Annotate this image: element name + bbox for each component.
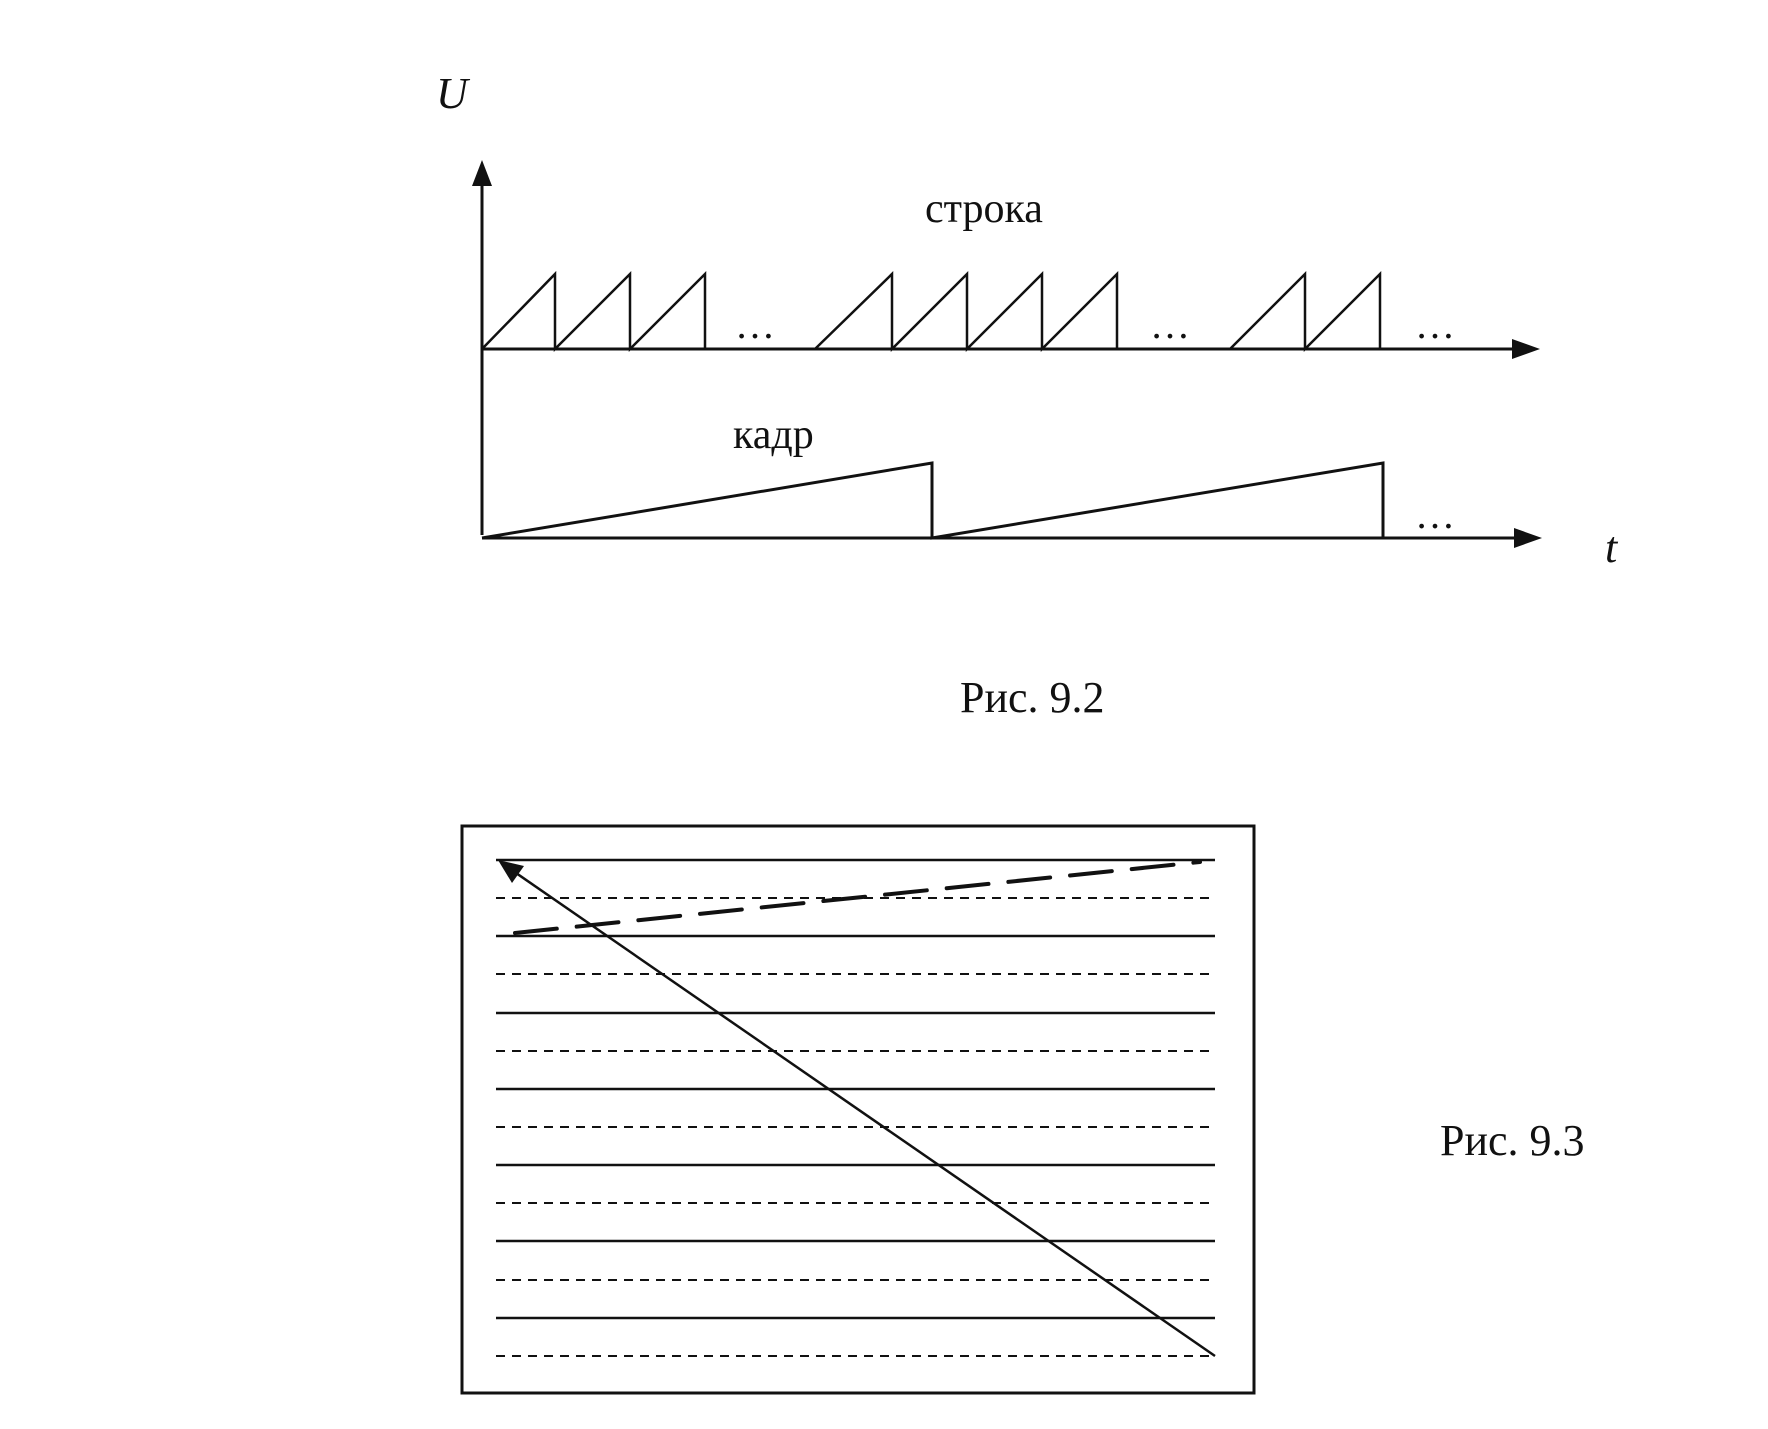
raster-scan-lines <box>496 858 1215 1357</box>
line-sweep-group-1 <box>481 270 707 353</box>
vertical-retrace-arrowhead <box>498 860 524 883</box>
horizontal-retrace-dashed <box>513 860 1202 935</box>
line-sweep-ellipsis-2: … <box>1150 302 1190 347</box>
frame-sweep-label: кадр <box>733 412 814 458</box>
line-sweep-ellipsis-3: … <box>1415 302 1455 347</box>
line-sweep-ellipsis-1: … <box>735 302 775 347</box>
figure-9-3-caption: Рис. 9.3 <box>1440 1116 1585 1165</box>
figure-9-2-caption: Рис. 9.2 <box>960 673 1105 722</box>
y-axis-arrowhead <box>472 160 492 186</box>
x-axis-label: t <box>1605 523 1619 572</box>
vertical-retrace-arrow <box>502 862 1216 1358</box>
raster-frame-border <box>460 824 1256 1395</box>
line-sweep-group-2 <box>814 270 1119 353</box>
line-sweep-label: строка <box>925 186 1043 232</box>
frame-sweep-axis-arrowhead <box>1514 528 1542 548</box>
frame-sweep-ellipsis: … <box>1415 492 1455 537</box>
figure-9-2: U t строка кадр … … … … Рис. 9.2 <box>436 69 1619 722</box>
figure-9-3: Рис. 9.3 <box>460 824 1585 1395</box>
y-axis-label: U <box>436 69 471 118</box>
line-sweep-group-3 <box>1229 270 1382 353</box>
frame-sweep-sawtooth <box>481 461 1385 540</box>
line-sweep-axis-arrowhead <box>1512 339 1540 359</box>
line-sweep-sawtooth <box>481 270 1382 353</box>
